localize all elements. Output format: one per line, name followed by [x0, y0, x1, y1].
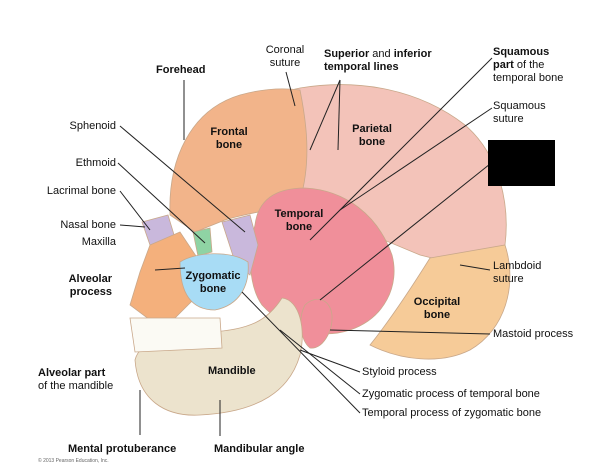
label-nasal-bone: Nasal bone — [60, 219, 116, 231]
label-mandible: Mandible — [208, 365, 256, 377]
label-squamous-suture: Squamous suture — [493, 100, 546, 126]
label-parietal-bone-line1: Parietal — [352, 123, 392, 135]
temporal-bone-shape — [250, 187, 395, 335]
label-squamous-suture-line1: Squamous — [493, 100, 546, 112]
label-mastoid-process: Mastoid process — [493, 328, 574, 340]
copyright-notice: © 2013 Pearson Education, Inc. — [38, 458, 109, 464]
label-alveolar-part-mandible: Alveolar part of the mandible — [38, 367, 113, 393]
label-superior-inferior-temporal-lines: Superior and inferior temporal lines — [324, 48, 432, 74]
label-mental-protuberance: Mental protuberance — [68, 443, 177, 455]
label-frontal-bone-line2: bone — [215, 139, 243, 151]
label-squamous-part-line2b: of the — [513, 59, 545, 71]
label-styloid-process: Styloid process — [362, 366, 437, 378]
label-squamous-part-line3: temporal bone — [493, 72, 564, 84]
label-coronal-suture: Coronal suture — [264, 44, 306, 70]
label-temporal-process: Temporal process of zygomatic bone — [362, 407, 542, 419]
label-ethmoid: Ethmoid — [75, 157, 116, 169]
label-squamous-part-line1: Squamous — [493, 46, 550, 58]
label-squamous-part: Squamous part of the temporal bone — [493, 46, 563, 85]
label-sphenoid: Sphenoid — [69, 120, 117, 132]
label-temporal-bone-line1: Temporal — [274, 208, 324, 220]
label-lambdoid-suture: Lambdoid suture — [493, 260, 541, 286]
redaction-box — [488, 140, 555, 186]
label-mandibular-angle: Mandibular angle — [214, 443, 305, 455]
label-temporal-bone: Temporal bone — [268, 208, 330, 234]
mastoid-process-shape — [300, 298, 333, 349]
label-occipital-bone-line2: bone — [423, 309, 451, 321]
label-inferior: inferior — [393, 48, 432, 60]
label-zygomatic-bone-line2: bone — [199, 283, 227, 295]
label-lacrimal-bone: Lacrimal bone — [46, 185, 116, 197]
occipital-bone-shape — [369, 244, 511, 360]
label-maxilla: Maxilla — [81, 236, 116, 248]
label-superior: Superior — [324, 48, 370, 60]
label-lambdoid-suture-line2: suture — [493, 273, 524, 285]
label-temporal-bone-line2: bone — [285, 221, 313, 233]
label-coronal-suture-line1: Coronal — [265, 44, 305, 56]
leader-lines — [117, 57, 493, 436]
label-zygomatic-process: Zygomatic process of temporal bone — [362, 388, 540, 400]
label-occipital-bone: Occipital bone — [404, 296, 470, 322]
label-temporal-lines: temporal lines — [324, 61, 399, 73]
label-and: and — [369, 48, 394, 60]
label-coronal-suture-line2: suture — [269, 57, 301, 69]
label-occipital-bone-line1: Occipital — [413, 296, 461, 308]
label-zygomatic-bone: Zygomatic bone — [180, 270, 246, 296]
label-frontal-bone: Frontal bone — [204, 126, 254, 152]
label-alveolar-part-line2: of the mandible — [38, 380, 114, 392]
label-parietal-bone: Parietal bone — [344, 123, 400, 149]
label-zygomatic-bone-line1: Zygomatic — [185, 270, 241, 282]
label-parietal-bone-line2: bone — [358, 136, 386, 148]
label-alveolar-process-line1: Alveolar — [68, 273, 112, 285]
teeth-shape — [129, 317, 223, 353]
label-frontal-bone-line1: Frontal — [210, 126, 248, 138]
label-alveolar-process-line2: process — [69, 286, 112, 298]
label-squamous-suture-line2: suture — [493, 113, 524, 125]
ethmoid-bone-shape — [192, 227, 213, 257]
label-squamous-part-line2a: part — [493, 59, 514, 71]
zygomatic-bone-shape — [179, 253, 249, 311]
label-alveolar-process: Alveolar process — [40, 273, 112, 299]
label-forehead: Forehead — [156, 64, 206, 76]
label-alveolar-part-line1: Alveolar part — [38, 367, 106, 379]
label-lambdoid-suture-line1: Lambdoid — [493, 260, 542, 272]
